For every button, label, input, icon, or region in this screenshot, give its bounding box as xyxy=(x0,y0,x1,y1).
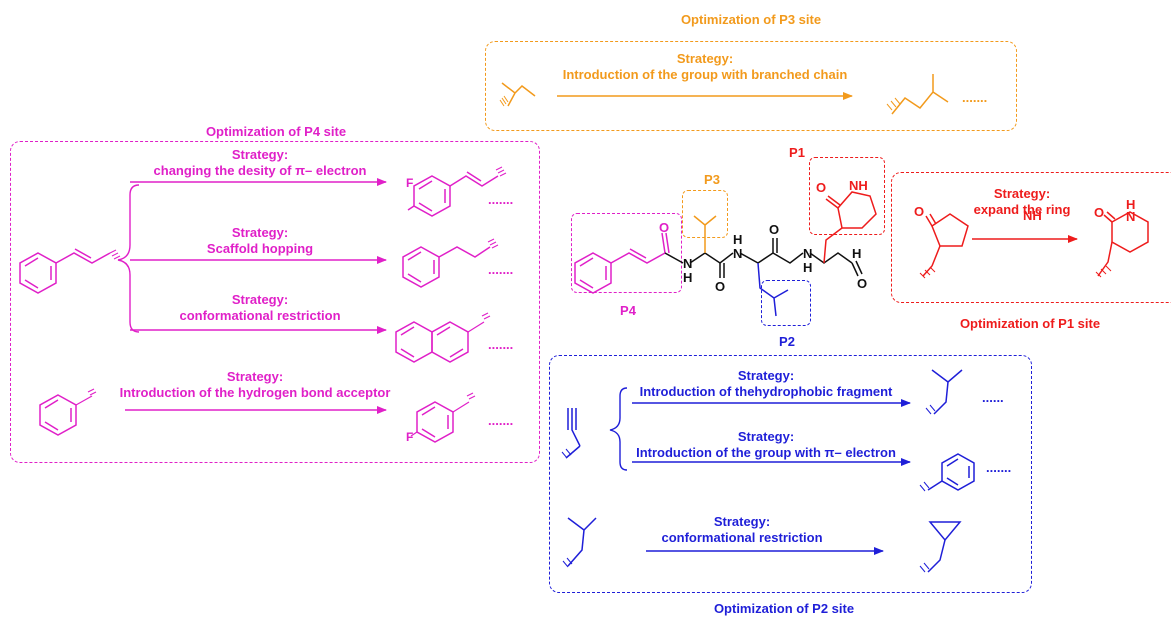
p2-propargyl-start xyxy=(561,408,581,459)
p4-fluorophenyl-product xyxy=(410,392,476,443)
p3-isopropyl-fragment xyxy=(499,82,536,107)
p4-naphthyl-product xyxy=(395,312,491,363)
p2-strategy-1-text: Introduction of thehydrophobic fragment xyxy=(639,384,893,399)
core-O-cinnamoyl: O xyxy=(659,220,670,235)
p2-ellipsis-1: ...... xyxy=(982,390,1004,405)
core-N-3: N xyxy=(803,246,813,261)
p1-strategy-label: Strategy: xyxy=(993,186,1051,201)
core-H-2: H xyxy=(733,232,743,247)
reaction-arrows xyxy=(125,92,1078,555)
p2-title: Optimization of P2 site xyxy=(713,601,855,616)
p4-fluorostyryl-product xyxy=(407,166,507,217)
p4-optimization-box xyxy=(10,141,540,463)
p4-ellipsis-3: ....... xyxy=(488,337,514,352)
p2-site-highlight xyxy=(761,280,811,326)
core-p2-isobutyl xyxy=(757,262,789,317)
p2-ellipsis-2: ....... xyxy=(986,460,1012,475)
core-H-aldehyde: H xyxy=(852,246,862,261)
p2-strategy-3-label: Strategy: xyxy=(713,514,771,529)
core-O-lactam: O xyxy=(816,180,827,195)
p1-product-H: H xyxy=(1126,197,1136,212)
site-label-p2: P2 xyxy=(779,334,795,349)
branch-braces xyxy=(117,184,628,471)
p4-strategy-4-text: Introduction of the hydrogen bond accept… xyxy=(119,385,391,400)
p2-isobutyl-start xyxy=(562,517,597,568)
p4-ellipsis-1: ....... xyxy=(488,192,514,207)
core-backbone xyxy=(664,238,863,278)
core-p3-isopropyl xyxy=(693,215,717,253)
p3-strategy-text: Introduction of the group with branched … xyxy=(562,67,848,82)
p2-optimization-box xyxy=(549,355,1032,593)
p3-isobutyl-fragment xyxy=(886,74,949,115)
p1-product-O: O xyxy=(1094,205,1105,220)
core-p4-cinnamoyl xyxy=(574,232,670,294)
p4-strategy-4-label: Strategy: xyxy=(226,369,284,384)
p4-site-highlight xyxy=(571,213,682,293)
p1-site-highlight xyxy=(809,157,885,235)
p2-strategy-1-label: Strategy: xyxy=(737,368,795,383)
core-H-3: H xyxy=(803,260,813,275)
p3-optimization-box xyxy=(485,41,1017,131)
p1-start-O: O xyxy=(914,204,925,219)
p2-cyclopropylmethyl-product xyxy=(919,521,962,573)
p1-product-N: N xyxy=(1126,209,1136,224)
p3-ellipsis: ....... xyxy=(962,90,988,105)
p2-strategy-2-label: Strategy: xyxy=(737,429,795,444)
p4-strategy-3-label: Strategy: xyxy=(231,292,289,307)
p4-phenylpropyl-product xyxy=(402,238,499,288)
p1-start-NH: NH xyxy=(1023,208,1042,223)
p2-benzyl-product xyxy=(919,453,975,492)
site-label-p1: P1 xyxy=(789,145,805,160)
p3-strategy-label: Strategy: xyxy=(676,51,734,66)
p4-title: Optimization of P4 site xyxy=(205,124,347,139)
p4-phenyl-start xyxy=(39,388,97,436)
p4-strategy-2-text: Scaffold hopping xyxy=(206,241,314,256)
core-O-3: O xyxy=(769,222,780,237)
core-p1-lactam xyxy=(823,191,877,264)
p2-strategy-2-text: Introduction of the group with π– electr… xyxy=(636,445,896,460)
p3-title: Optimization of P3 site xyxy=(680,12,822,27)
core-H-1: H xyxy=(683,270,693,285)
p4-strategy-1-label: Strategy: xyxy=(231,147,289,162)
p4-strategy-1-text: changing the desity of π– electron xyxy=(153,163,367,178)
site-label-p3: P3 xyxy=(704,172,720,187)
core-NH-lactam: NH xyxy=(849,178,868,193)
p4-strategy-3-text: conformational restriction xyxy=(179,308,341,323)
p1-strategy-text: expand the ring xyxy=(973,202,1071,217)
p4-strategy-2-label: Strategy: xyxy=(231,225,289,240)
core-N-2: N xyxy=(733,246,743,261)
p4-fluoro-atom-1: F xyxy=(406,176,414,190)
p1-optimization-box xyxy=(891,172,1171,303)
site-label-p4: P4 xyxy=(620,303,636,318)
p1-title: Optimization of P1 site xyxy=(959,316,1101,331)
core-O-2: O xyxy=(715,279,726,294)
p1-piperidinone-product xyxy=(1095,211,1149,278)
p4-ellipsis-2: ....... xyxy=(488,262,514,277)
p4-ellipsis-4: ....... xyxy=(488,413,514,428)
core-N-1: N xyxy=(683,256,693,271)
p4-cinnamyl-start xyxy=(19,248,121,294)
p2-strategy-3-text: conformational restriction xyxy=(661,530,823,545)
p1-pyrrolidinone-start xyxy=(919,213,969,279)
p4-fluoro-atom-2: F xyxy=(406,430,414,444)
core-O-aldehyde: O xyxy=(857,276,868,291)
p2-isobutyl-product xyxy=(925,369,963,415)
